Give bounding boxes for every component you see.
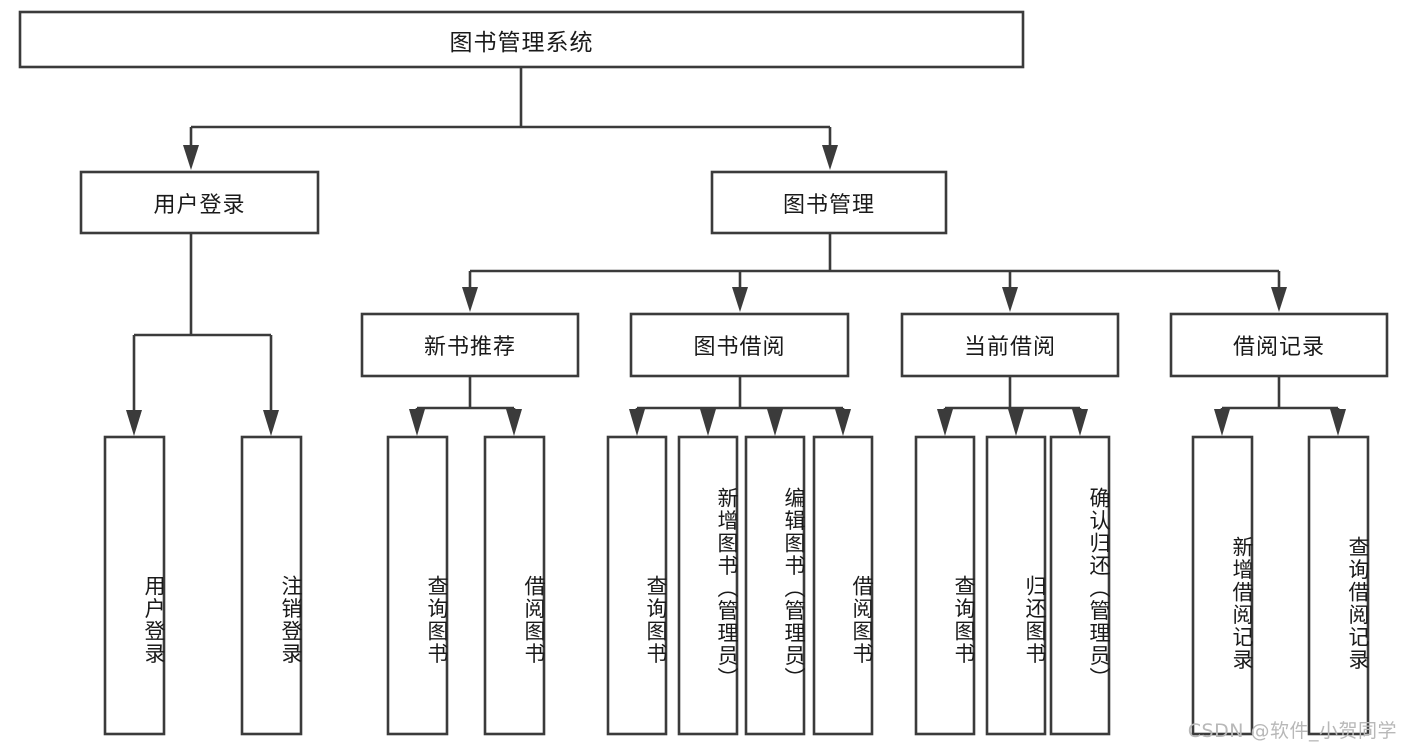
node-current-borrow[interactable]: [900, 312, 1120, 378]
connector-group-current-borrow: [937, 376, 1088, 436]
leaf-book-borrow-3[interactable]: [744, 435, 806, 736]
arrow-head-cb-leaf-2: [1008, 409, 1024, 436]
arrow-head-br-leaf-1: [1214, 409, 1230, 436]
arrow-head-newbook-leaf-2: [506, 409, 522, 436]
leaf-user-login-2[interactable]: [240, 435, 303, 736]
arrow-head-book-mgmt: [822, 145, 838, 170]
arrow-head-current-borrow: [1002, 287, 1018, 312]
node-book-management[interactable]: [710, 170, 948, 235]
connector-group-user-login: [126, 233, 279, 436]
arrow-head-leaf-logout: [263, 410, 279, 436]
connector-group-borrow-record: [1214, 376, 1346, 436]
leaf-new-book-2[interactable]: [483, 435, 546, 736]
connector-group-root: [183, 68, 838, 170]
arrow-head-cb-leaf-3: [1072, 409, 1088, 436]
arrow-head-borrow-record: [1271, 287, 1287, 312]
arrow-head-bb-leaf-3: [767, 409, 783, 436]
arrow-head-br-leaf-2: [1330, 409, 1346, 436]
leaf-borrow-record-1[interactable]: [1191, 435, 1254, 736]
leaf-current-borrow-2[interactable]: [985, 435, 1047, 736]
arrow-head-book-borrow: [732, 287, 748, 312]
node-new-book-recommend[interactable]: [360, 312, 580, 378]
arrow-head-user-login: [183, 145, 199, 170]
watermark-text: CSDN @软件_小贺同学: [1187, 720, 1397, 742]
node-borrow-record[interactable]: [1169, 312, 1389, 378]
node-book-borrow[interactable]: [629, 312, 850, 378]
arrow-head-new-book: [462, 287, 478, 312]
leaf-book-borrow-4[interactable]: [812, 435, 874, 736]
connector-group-book-borrow: [629, 376, 851, 436]
leaf-current-borrow-3[interactable]: [1049, 435, 1111, 736]
arrow-head-bb-leaf-4: [835, 409, 851, 436]
connector-group-book-mgmt: [462, 233, 1287, 312]
arrow-head-bb-leaf-2: [700, 409, 716, 436]
node-root-book-management-system[interactable]: [18, 10, 1025, 69]
connector-group-new-book: [409, 376, 522, 436]
arrow-head-cb-leaf-1: [937, 409, 953, 436]
leaf-user-login-1[interactable]: [103, 435, 166, 736]
leaf-book-borrow-2[interactable]: [677, 435, 739, 736]
node-user-login[interactable]: [79, 170, 320, 235]
leaf-borrow-record-2[interactable]: [1307, 435, 1370, 736]
arrow-head-newbook-leaf-1: [409, 409, 425, 436]
leaf-book-borrow-1[interactable]: [606, 435, 668, 736]
leaf-new-book-1[interactable]: [386, 435, 449, 736]
leaf-current-borrow-1[interactable]: [914, 435, 976, 736]
arrow-head-leaf-user-login: [126, 410, 142, 436]
arrow-head-bb-leaf-1: [629, 409, 645, 436]
